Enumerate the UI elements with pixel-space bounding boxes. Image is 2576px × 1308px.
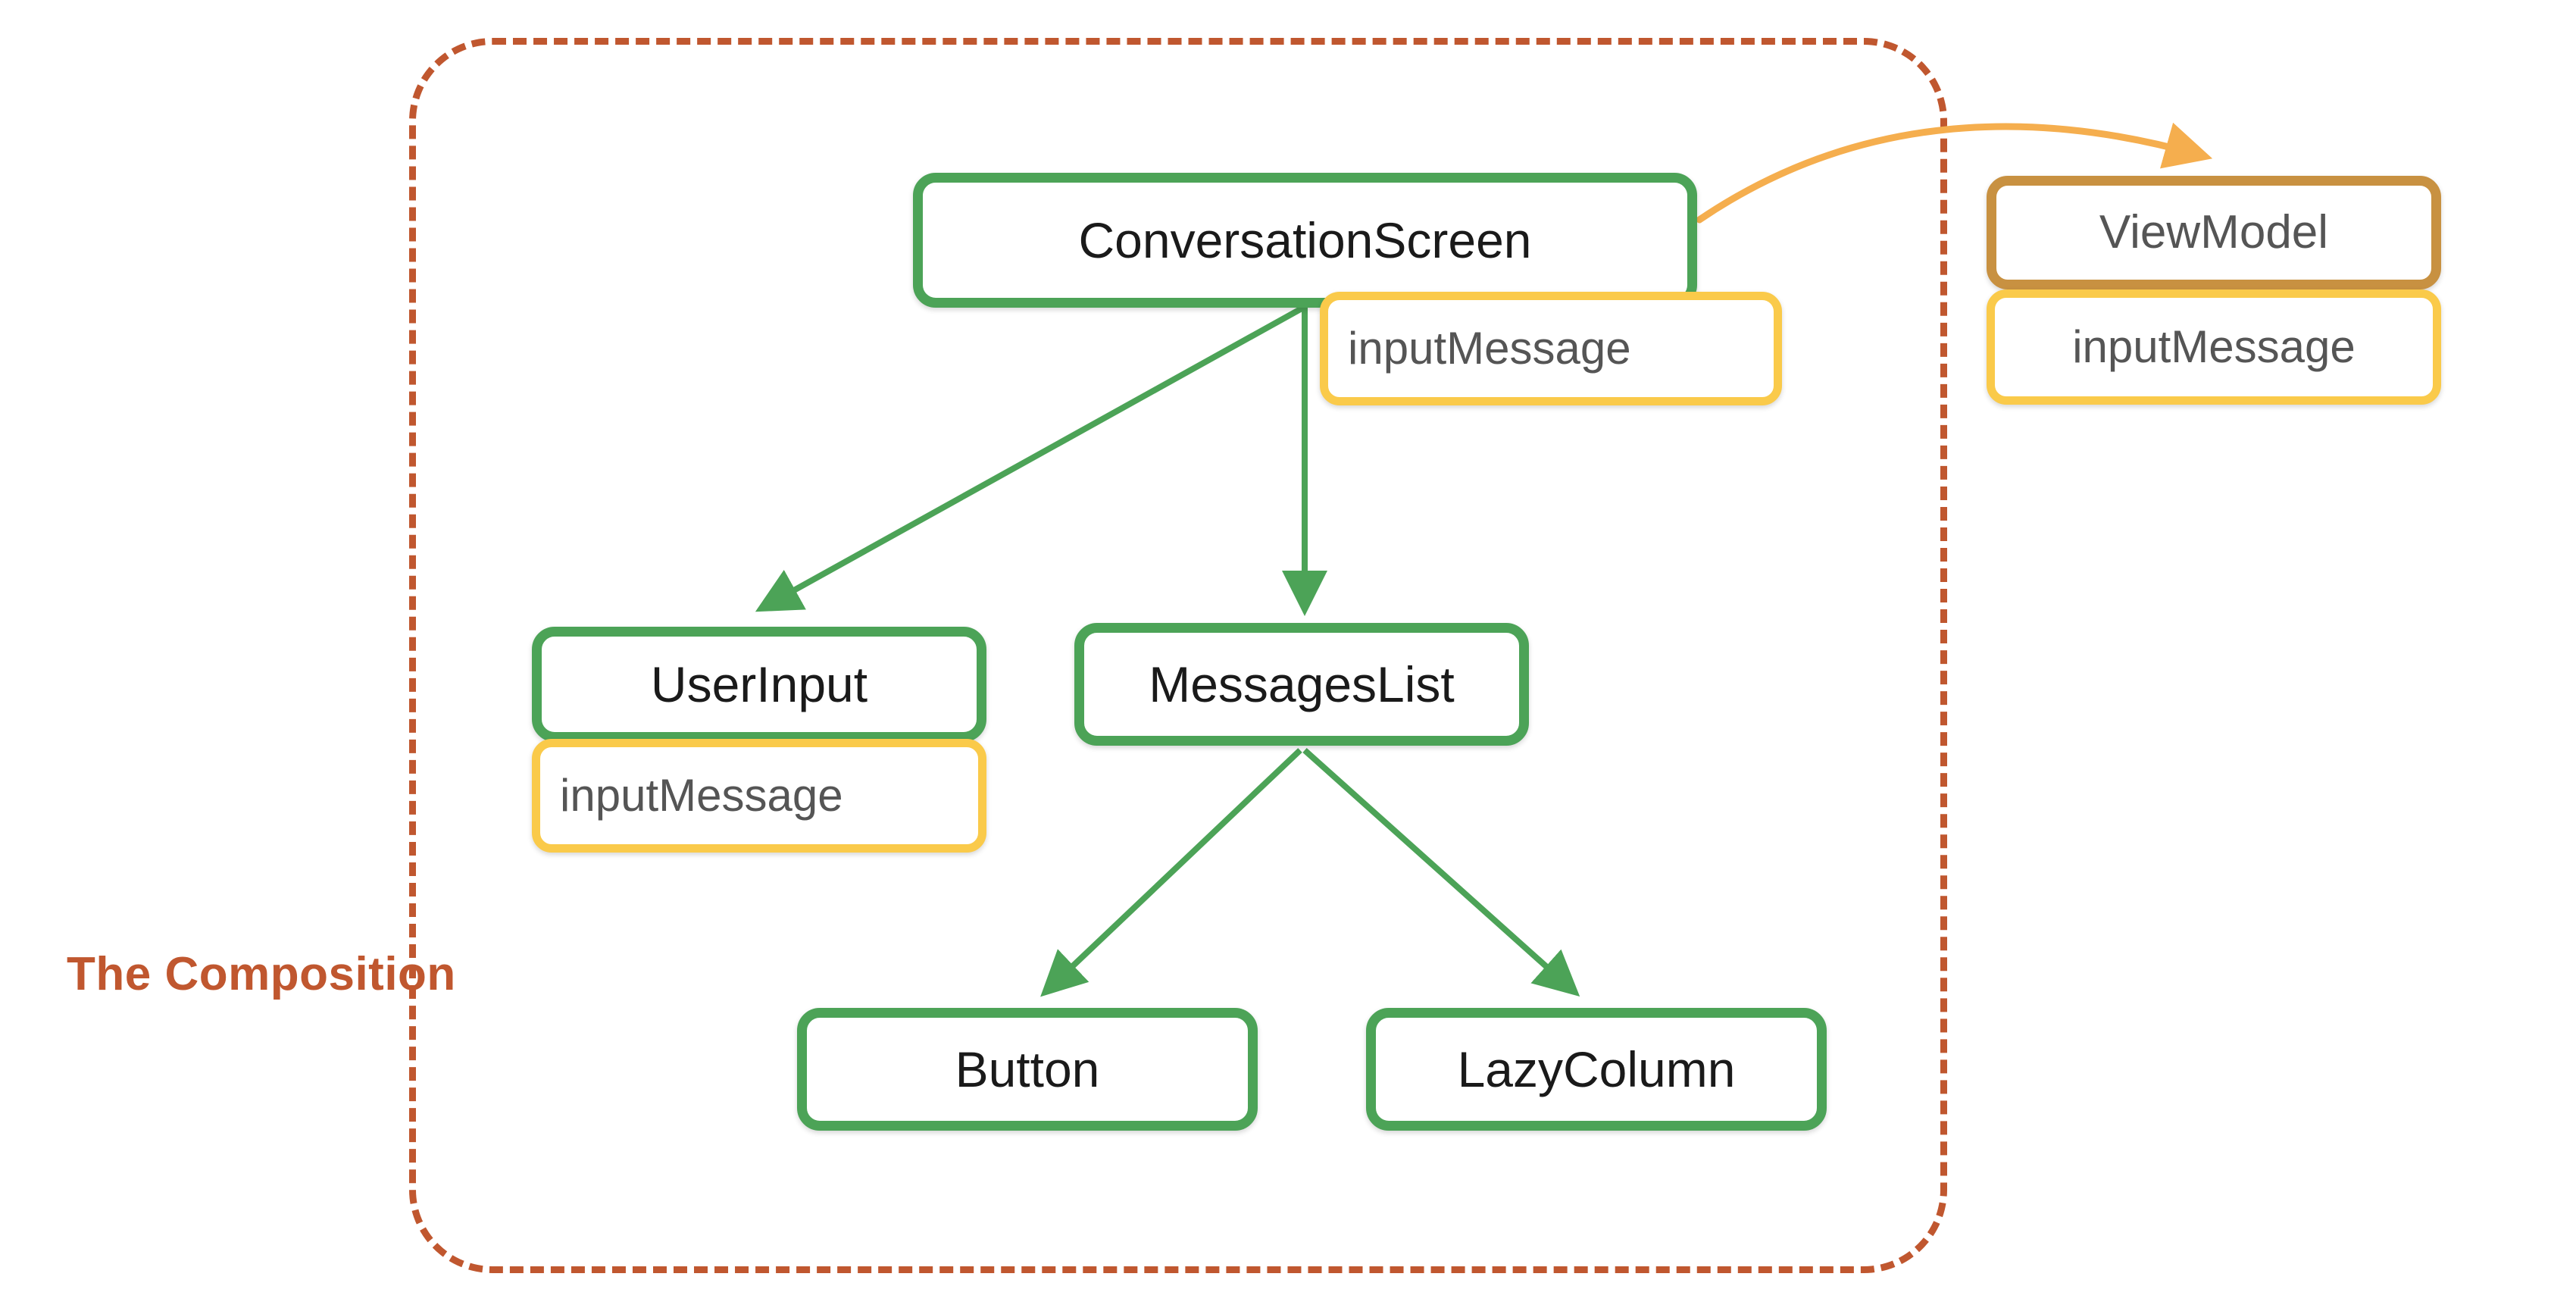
node-conversation-screen[interactable]: ConversationScreen	[913, 173, 1697, 308]
state-conversation-screen-inputmessage[interactable]: inputMessage	[1320, 292, 1782, 405]
node-button[interactable]: Button	[797, 1008, 1258, 1131]
state-view-model-inputmessage[interactable]: inputMessage	[1987, 289, 2441, 405]
node-user-input-label: UserInput	[650, 656, 868, 712]
composition-label: The Composition	[67, 948, 456, 1000]
node-messages-list[interactable]: MessagesList	[1074, 623, 1529, 746]
node-lazy-column-label: LazyColumn	[1457, 1041, 1736, 1097]
node-lazy-column[interactable]: LazyColumn	[1366, 1008, 1827, 1131]
node-view-model-label: ViewModel	[2099, 206, 2329, 258]
state-user-input-inputmessage[interactable]: inputMessage	[532, 739, 986, 853]
node-user-input[interactable]: UserInput	[532, 627, 986, 742]
state-conversation-screen-inputmessage-label: inputMessage	[1348, 323, 1631, 374]
node-button-label: Button	[955, 1041, 1100, 1097]
node-view-model[interactable]: ViewModel	[1987, 176, 2441, 289]
node-conversation-screen-label: ConversationScreen	[1078, 212, 1532, 268]
node-messages-list-label: MessagesList	[1149, 656, 1455, 712]
state-view-model-inputmessage-label: inputMessage	[2072, 321, 2356, 372]
state-user-input-inputmessage-label: inputMessage	[560, 770, 843, 821]
composition-boundary	[409, 38, 1947, 1273]
